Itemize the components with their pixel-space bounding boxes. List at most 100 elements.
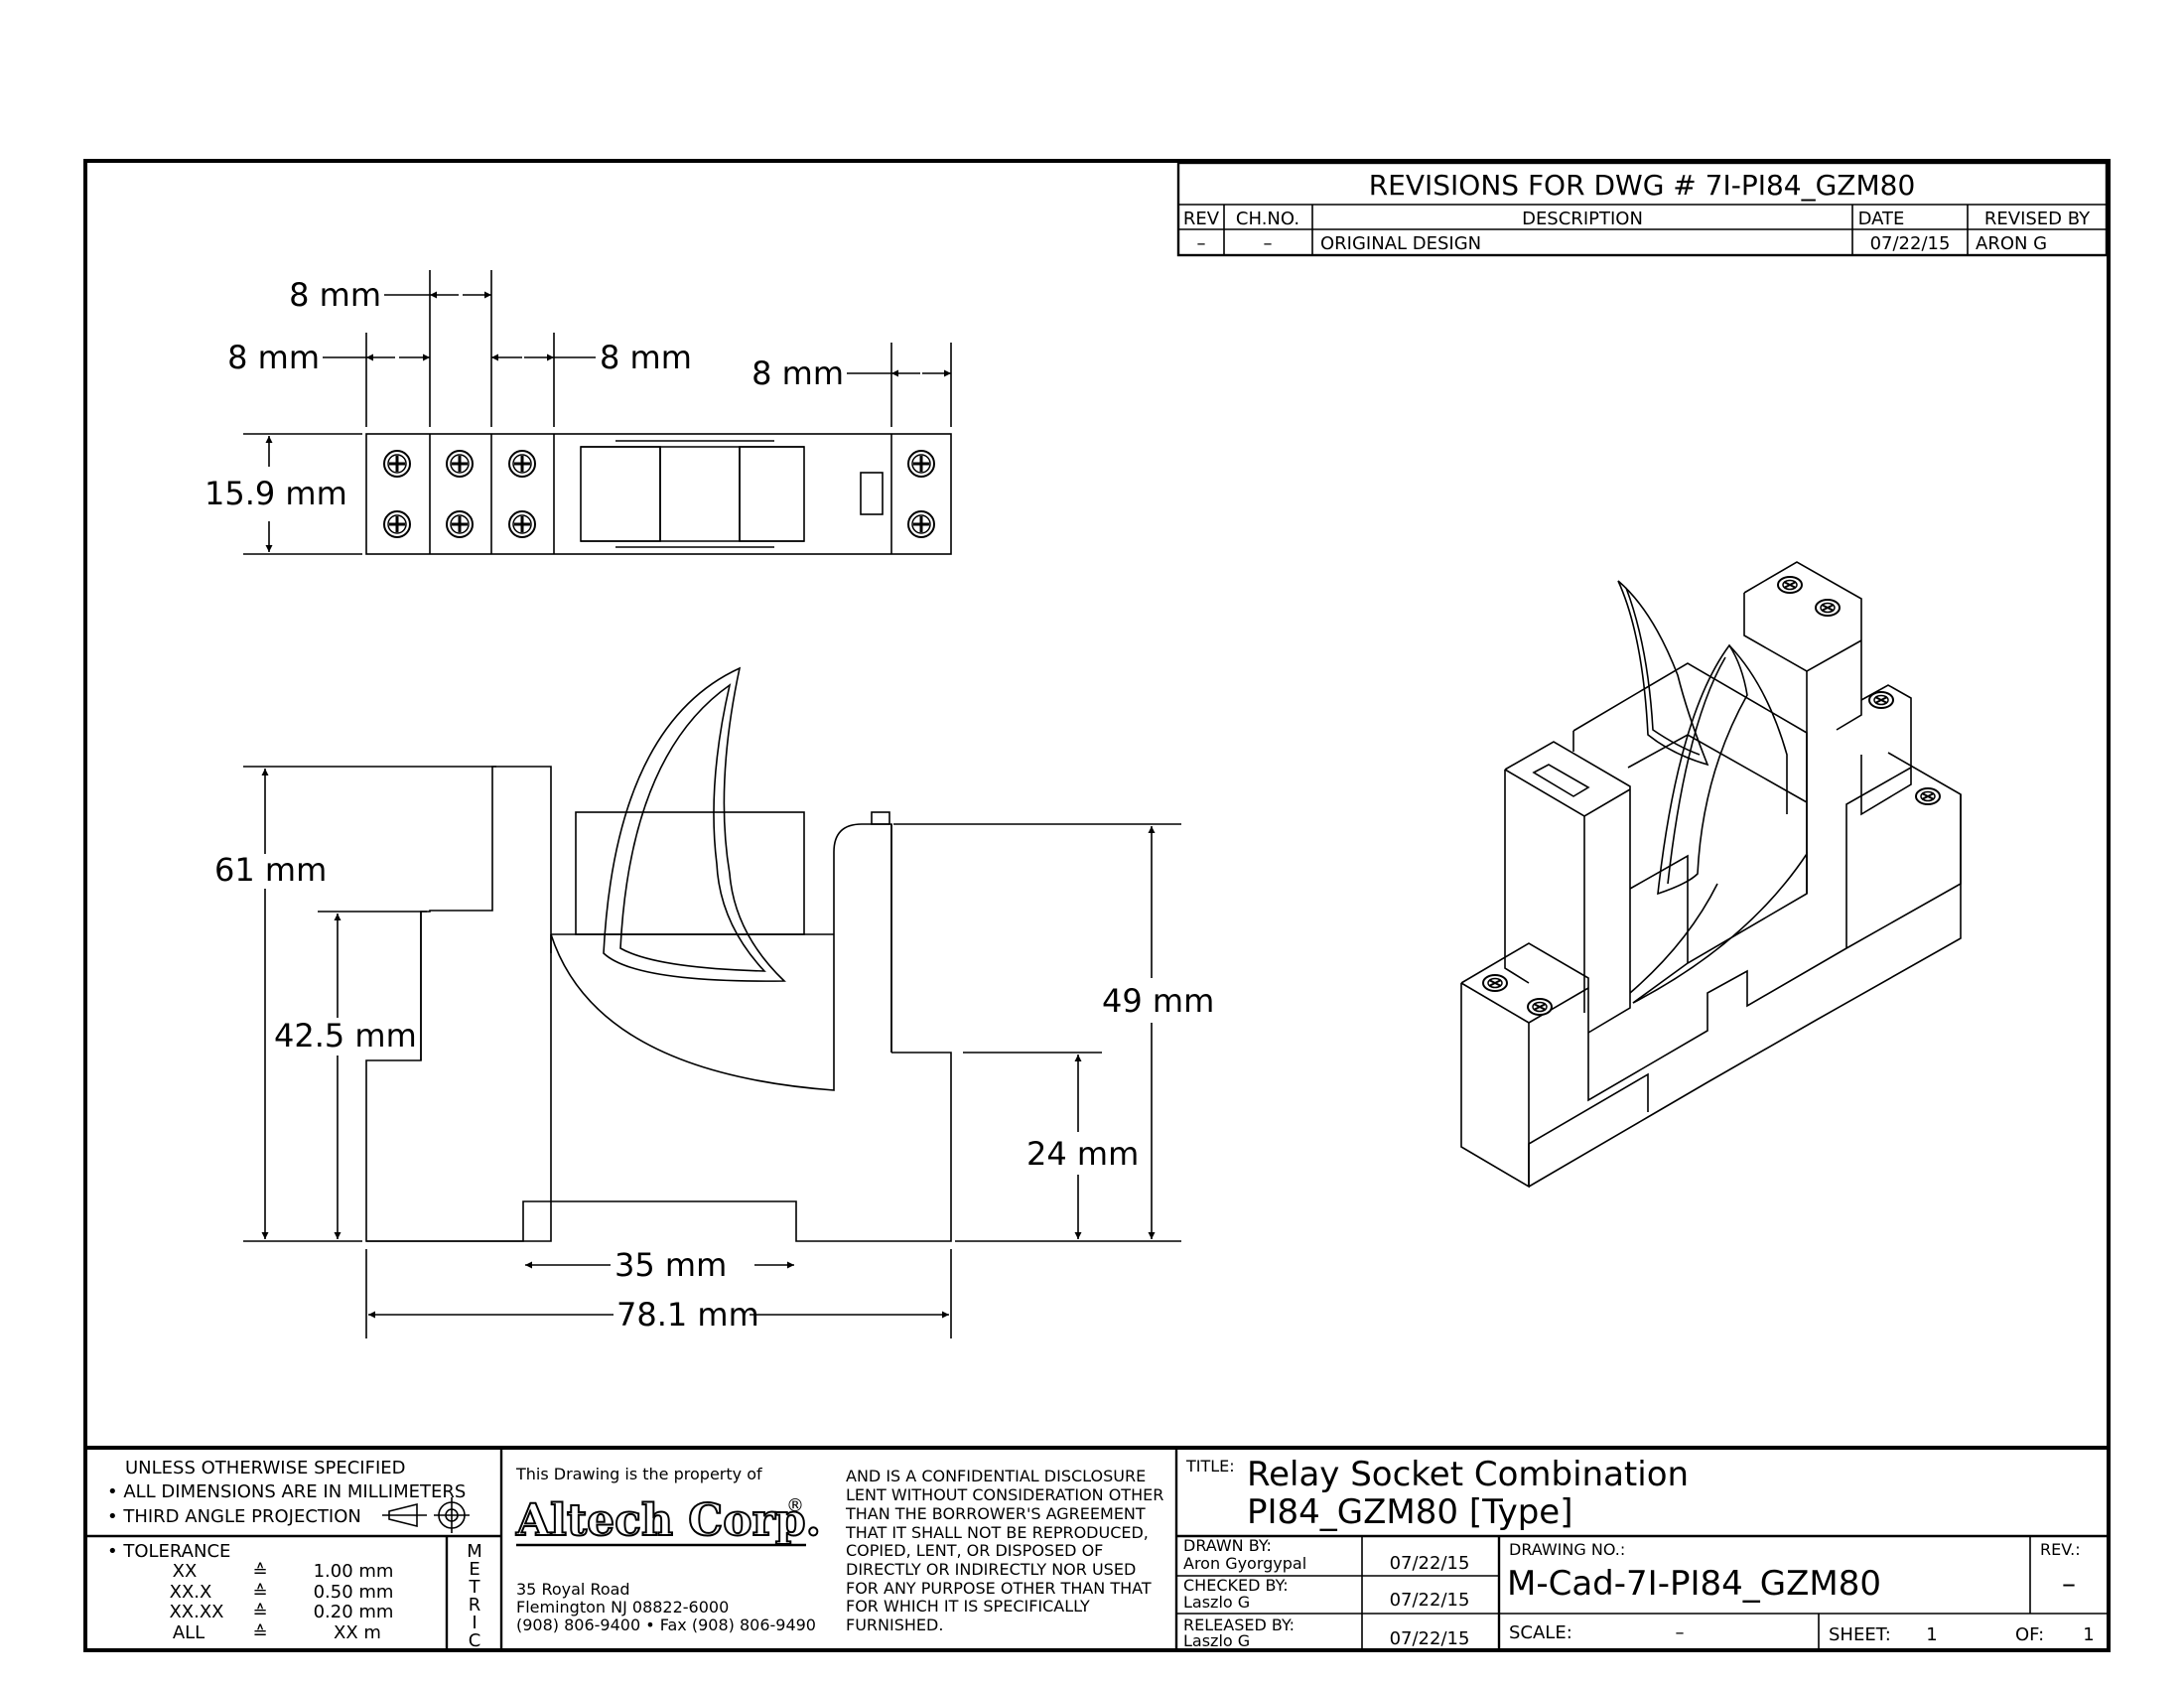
tolerance-value: 0.20 mm <box>314 1602 394 1622</box>
title-label: TITLE: <box>1185 1457 1235 1476</box>
dim-top-height: 15.9 mm <box>205 475 347 512</box>
phone-fax: (908) 806-9400 • Fax (908) 806-9490 <box>516 1616 816 1634</box>
rev-value: – <box>2062 1567 2076 1600</box>
disclosure-line: COPIED, LENT, OR DISPOSED OF <box>846 1541 1103 1560</box>
of-value: 1 <box>2083 1624 2094 1645</box>
disclosure-line: THAT IT SHALL NOT BE REPRODUCED, <box>845 1523 1149 1542</box>
checked-date: 07/22/15 <box>1390 1590 1470 1611</box>
company-logo: Altech Corp. <box>515 1495 821 1546</box>
note-line-3: • THIRD ANGLE PROJECTION <box>107 1506 361 1527</box>
dim-top-pitch-4: 8 mm <box>751 354 844 392</box>
property-text: This Drawing is the property of <box>515 1465 762 1483</box>
metric-letter: M <box>467 1541 482 1562</box>
tolerance-symbol: ≙ <box>252 1582 267 1603</box>
date-cell: 07/22/15 <box>1870 233 1951 254</box>
tolerance-value: 1.00 mm <box>314 1561 394 1582</box>
drawn-by: Aron Gyorgypal <box>1183 1554 1306 1573</box>
description-header: DESCRIPTION <box>1522 209 1643 229</box>
screw-icon <box>906 449 936 479</box>
checked-by: Laszlo G <box>1183 1593 1250 1612</box>
title-line-1: Relay Socket Combination <box>1247 1455 1689 1494</box>
released-date: 07/22/15 <box>1390 1628 1470 1649</box>
sheet-label: SHEET: <box>1829 1624 1891 1645</box>
revised-by-cell: ARON G <box>1976 233 2047 254</box>
note-line-2: • ALL DIMENSIONS ARE IN MILLIMETERS <box>107 1481 466 1502</box>
metric-letter: I <box>472 1613 477 1633</box>
screw-icon <box>1777 576 1803 594</box>
chno-header: CH.NO. <box>1236 209 1299 229</box>
date-header: DATE <box>1858 209 1905 229</box>
drawing-no: M-Cad-7I-PI84_GZM80 <box>1507 1564 1881 1604</box>
of-label: OF: <box>2015 1624 2044 1645</box>
screw-icon <box>1868 691 1894 709</box>
disclosure-line: DIRECTLY OR INDIRECTLY NOR USED <box>846 1560 1136 1579</box>
drawn-by-label: DRAWN BY: <box>1183 1536 1272 1555</box>
drawn-date: 07/22/15 <box>1390 1553 1470 1574</box>
revisions-title: REVISIONS FOR DWG # 7I-PI84_GZM80 <box>1369 169 1916 202</box>
dim-top-pitch-3: 8 mm <box>600 339 692 376</box>
metric-letter: T <box>469 1577 481 1598</box>
tolerance-key: XX.XX <box>169 1602 223 1622</box>
chno-cell: – <box>1264 233 1273 254</box>
disclosure-line: AND IS A CONFIDENTIAL DISCLOSURE <box>846 1467 1146 1485</box>
dim-front-total-width: 78.1 mm <box>616 1296 759 1334</box>
released-by-label: RELEASED BY: <box>1183 1616 1295 1634</box>
released-by: Laszlo G <box>1183 1631 1250 1650</box>
dim-front-rail-width: 35 mm <box>614 1246 727 1284</box>
screw-icon <box>1527 998 1553 1016</box>
tolerance-symbol: ≙ <box>252 1602 267 1622</box>
disclosure-line: THAN THE BORROWER'S AGREEMENT <box>845 1504 1146 1523</box>
rev-cell: – <box>1197 233 1206 254</box>
disclosure-line: FURNISHED. <box>846 1616 943 1634</box>
logo-registered-mark: ® <box>786 1495 804 1516</box>
tolerance-key: ALL <box>173 1622 205 1643</box>
screw-icon <box>445 509 475 539</box>
screw-icon <box>507 449 537 479</box>
dim-top-pitch-2: 8 mm <box>227 339 320 376</box>
revisions-table: REVISIONS FOR DWG # 7I-PI84_GZM80 REV CH… <box>1176 161 2109 257</box>
revised-by-header: REVISED BY <box>1984 209 2091 229</box>
rev-label: REV.: <box>2040 1540 2081 1559</box>
dim-front-relay-height: 49 mm <box>1102 982 1214 1020</box>
screw-icon <box>1815 599 1841 617</box>
top-view-dimensions: 8 mm 8 mm 8 mm 8 mm 15.9 mm <box>205 270 952 555</box>
screw-icon <box>445 449 475 479</box>
note-line-1: UNLESS OTHERWISE SPECIFIED <box>125 1458 406 1478</box>
top-view <box>365 433 952 555</box>
metric-letter: C <box>469 1630 481 1651</box>
tolerance-value: 0.50 mm <box>314 1582 394 1603</box>
isometric-view <box>1460 561 1962 1189</box>
screw-icon <box>382 449 412 479</box>
metric-letter: E <box>469 1559 479 1580</box>
scale-value: – <box>1676 1622 1685 1643</box>
screw-icon <box>507 509 537 539</box>
scale-label: SCALE: <box>1509 1622 1572 1643</box>
front-view-dimensions: 61 mm 42.5 mm 49 mm 24 mm 35 mm 78.1 mm <box>214 766 1214 1338</box>
screw-icon <box>906 509 936 539</box>
tolerance-symbol: ≙ <box>252 1561 267 1582</box>
rev-header: REV <box>1183 209 1220 229</box>
description-cell: ORIGINAL DESIGN <box>1320 233 1481 254</box>
drawing-no-label: DRAWING NO.: <box>1509 1540 1625 1559</box>
dim-top-pitch-1: 8 mm <box>289 276 381 314</box>
dim-front-total-height: 61 mm <box>214 851 327 889</box>
tolerance-symbol: ≙ <box>252 1622 267 1643</box>
third-angle-projection-icon <box>382 1497 470 1533</box>
disclosure-line: FOR ANY PURPOSE OTHER THAN THAT <box>846 1579 1152 1598</box>
disclosure-line: LENT WITHOUT CONSIDERATION OTHER <box>846 1485 1163 1504</box>
address-line-1: 35 Royal Road <box>516 1580 630 1599</box>
tolerance-key: XX.X <box>170 1582 212 1603</box>
sheet-value: 1 <box>1926 1624 1937 1645</box>
dim-front-base-height: 24 mm <box>1026 1135 1139 1173</box>
metric-letter: R <box>469 1595 481 1616</box>
address-line-2: Flemington NJ 08822-6000 <box>516 1598 729 1617</box>
screw-icon <box>1482 974 1508 992</box>
drawing-border <box>83 159 2111 1652</box>
screw-icon <box>382 509 412 539</box>
disclosure-line: FOR WHICH IT IS SPECIFICALLY <box>846 1597 1090 1616</box>
dim-front-step-height: 42.5 mm <box>274 1017 417 1055</box>
title-block: UNLESS OTHERWISE SPECIFIED • ALL DIMENSI… <box>85 1448 2109 1651</box>
tolerance-key: XX <box>173 1561 198 1582</box>
tolerance-label: • TOLERANCE <box>107 1541 230 1562</box>
